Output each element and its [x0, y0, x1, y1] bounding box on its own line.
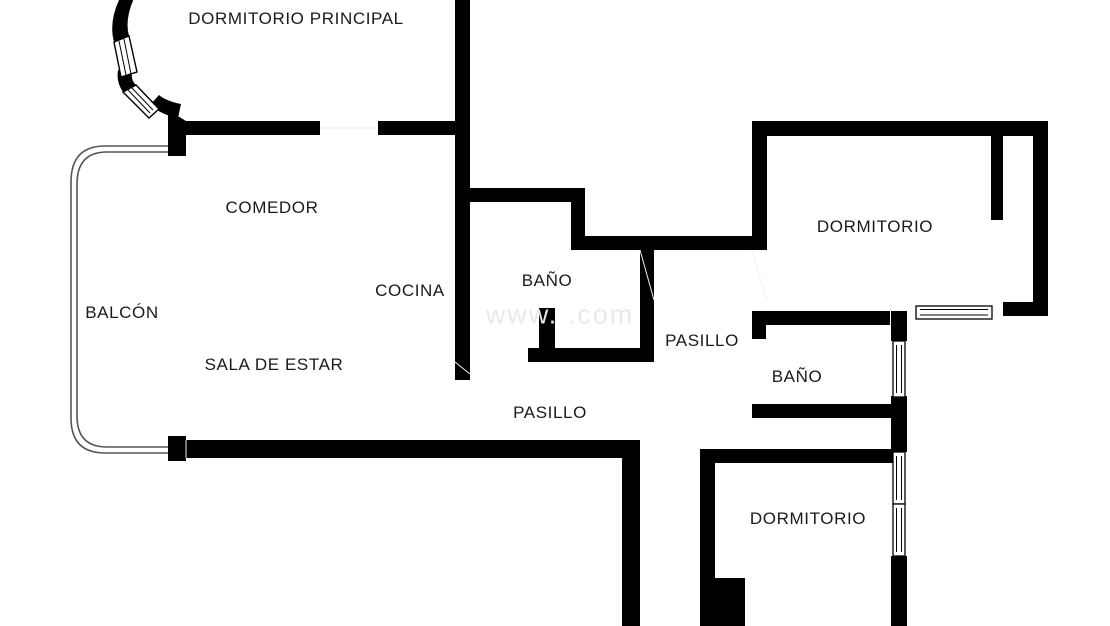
room-label-dormitorio-derecha: DORMITORIO [816, 217, 934, 236]
room-label-pasillo-inferior: PASILLO [513, 403, 587, 422]
room-label-dormitorio-inferior: DORMITORIO [749, 509, 867, 528]
room-label-cocina: COCINA [375, 281, 445, 300]
room-label-comedor: COMEDOR [225, 198, 319, 217]
door-opening-group [185, 127, 768, 458]
window-group [892, 305, 993, 557]
room-label-pasillo-superior: PASILLO [665, 331, 739, 350]
room-label-balcon: BALCÓN [85, 303, 159, 322]
room-label-dormitorio-principal: DORMITORIO PRINCIPAL [188, 9, 404, 28]
room-label-bano-secundario: BAÑO [771, 367, 823, 386]
curved-exterior-wall-top-left [112, 0, 181, 119]
room-label-bano-principal: BAÑO [521, 271, 573, 290]
balcony-outline [70, 145, 182, 454]
window-dormitorio-inferior [892, 451, 906, 557]
window-bano-secundario [892, 340, 906, 398]
room-label-sala-de-estar: SALA DE ESTAR [204, 355, 344, 374]
wall-group [168, 0, 1048, 626]
window-dormitorio-right [915, 305, 993, 320]
